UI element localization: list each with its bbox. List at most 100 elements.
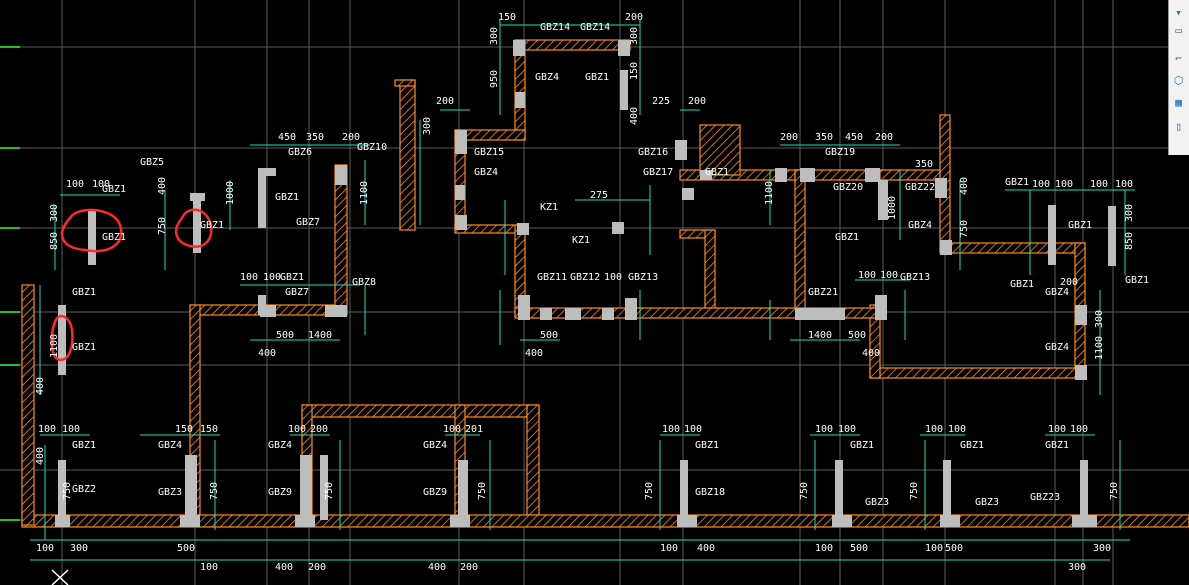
dim-v-750-i: 750 xyxy=(909,482,920,500)
dim-v-750-a: 750 xyxy=(157,217,168,235)
label-gbz1-left2: GBZ1 xyxy=(72,287,96,298)
label-gbz8: GBZ8 xyxy=(352,277,376,288)
dimension-values: 150 200 225 200 200 450 350 200 200 350 … xyxy=(35,12,1135,573)
label-gbz4-top: GBZ4 xyxy=(535,72,559,83)
label-gbz1-left3: GBZ1 xyxy=(72,342,96,353)
dim-100-g: 100 xyxy=(240,272,258,283)
dim-v-150: 150 xyxy=(629,62,640,80)
dim-100-s: 100 xyxy=(838,424,856,435)
dim-200-e: 200 xyxy=(310,424,328,435)
dim-v-1100-d: 1100 xyxy=(1094,336,1105,360)
dim-100-k: 100 xyxy=(880,270,898,281)
markup-annotations xyxy=(50,208,213,362)
dim-450-a: 450 xyxy=(278,132,296,143)
cursor-crosshair-icon xyxy=(51,569,69,585)
cube-icon[interactable]: ⬡ xyxy=(1173,74,1184,87)
right-toolbar: ▾ ▭ ⌐ ⬡ ▦ ▯ xyxy=(1168,0,1189,155)
label-gbz1-row-a: GBZ1 xyxy=(72,440,96,451)
dim-100-n: 100 xyxy=(288,424,306,435)
dim-v-750-c: 750 xyxy=(62,482,73,500)
dim-100-i: 100 xyxy=(604,272,622,283)
label-gbz1-row-e: GBZ1 xyxy=(1045,440,1069,451)
dim-100-aa: 100 xyxy=(815,543,833,554)
dim-100-p: 100 xyxy=(662,424,680,435)
label-gbz20: GBZ20 xyxy=(833,182,863,193)
dim-100-a: 100 xyxy=(66,179,84,190)
dim-300-a: 300 xyxy=(70,543,88,554)
dim-v-850-a: 850 xyxy=(49,232,60,250)
dim-200-d: 200 xyxy=(1060,277,1078,288)
markup-circle-3 xyxy=(50,314,74,362)
label-gbz14b: GBZ14 xyxy=(580,22,610,33)
dim-100-l: 100 xyxy=(38,424,56,435)
edge-ticks xyxy=(0,46,20,521)
dim-top-225: 225 xyxy=(652,96,670,107)
label-gbz4-f: GBZ4 xyxy=(1045,287,1069,298)
label-gbz1-rt: GBZ1 xyxy=(1005,177,1029,188)
label-gbz1-h: GBZ1 xyxy=(1125,275,1149,286)
dim-300-b: 300 xyxy=(1093,543,1111,554)
dim-100-q: 100 xyxy=(684,424,702,435)
dim-100-v: 100 xyxy=(1048,424,1066,435)
dim-500-e: 500 xyxy=(850,543,868,554)
label-gbz7-b: GBZ7 xyxy=(285,287,309,298)
dim-top-150: 150 xyxy=(498,12,516,23)
markup-circle-2 xyxy=(174,208,213,249)
dim-200-f: 200 xyxy=(308,562,326,573)
dim-1400-b: 1400 xyxy=(808,330,832,341)
dim-100-b: 100 xyxy=(92,179,110,190)
grid-icon[interactable]: ▦ xyxy=(1175,96,1182,109)
dim-v-750-j: 750 xyxy=(1109,482,1120,500)
dim-v-550: 300 xyxy=(422,117,433,135)
label-kz1-a: KZ1 xyxy=(540,202,558,213)
label-gbz4-mid: GBZ4 xyxy=(474,167,498,178)
layer-icon[interactable]: ▭ xyxy=(1175,24,1182,37)
dim-350-a: 350 xyxy=(306,132,324,143)
dim-v-1100-b: 1100 xyxy=(764,181,775,205)
label-gbz1-row-b: GBZ1 xyxy=(695,440,719,451)
dim-v-300-d: 300 xyxy=(1124,204,1135,222)
label-gbz9-b: GBZ9 xyxy=(423,487,447,498)
dim-201: 201 xyxy=(465,424,483,435)
dim-450-b: 450 xyxy=(845,132,863,143)
label-kz1-b: KZ1 xyxy=(572,235,590,246)
dim-400-b: 400 xyxy=(525,348,543,359)
label-gbz4-row-c: GBZ4 xyxy=(423,440,447,451)
label-gbz4-row-b: GBZ4 xyxy=(268,440,292,451)
dim-v-400-e: 400 xyxy=(35,447,46,465)
dropdown-arrow-icon[interactable]: ▾ xyxy=(1175,6,1182,19)
dim-100-m: 100 xyxy=(62,424,80,435)
label-gbz1-g: GBZ1 xyxy=(1010,279,1034,290)
dim-v-1000: 1000 xyxy=(225,181,236,205)
dim-400-a: 400 xyxy=(258,348,276,359)
label-gbz10: GBZ10 xyxy=(357,142,387,153)
select-icon[interactable]: ⌐ xyxy=(1175,52,1182,65)
label-gbz7-a: GBZ7 xyxy=(296,217,320,228)
panel-icon[interactable]: ▯ xyxy=(1175,120,1182,133)
dim-300-c: 300 xyxy=(1068,562,1086,573)
dim-v-750-e: 750 xyxy=(324,482,335,500)
label-gbz5: GBZ5 xyxy=(140,157,164,168)
dim-100-w: 100 xyxy=(1070,424,1088,435)
dim-400-e: 400 xyxy=(428,562,446,573)
label-gbz16: GBZ16 xyxy=(638,147,668,158)
dim-v-1000-b: 1000 xyxy=(887,196,898,220)
dim-100-e: 100 xyxy=(1090,179,1108,190)
label-gbz1-upleft: GBZ1 xyxy=(102,184,126,195)
label-gbz1-room: GBZ1 xyxy=(835,232,859,243)
label-gbz23: GBZ23 xyxy=(1030,492,1060,503)
label-gbz4-g: GBZ4 xyxy=(1045,342,1069,353)
dim-350-c: 350 xyxy=(915,159,933,170)
dimension-lines xyxy=(30,20,1135,561)
dim-200-c: 200 xyxy=(875,132,893,143)
dim-400-f: 400 xyxy=(697,543,715,554)
label-gbz1-top: GBZ1 xyxy=(585,72,609,83)
dim-150-b: 150 xyxy=(200,424,218,435)
dim-100-z: 100 xyxy=(660,543,678,554)
dim-100-d: 100 xyxy=(1055,179,1073,190)
label-gbz14: GBZ14 xyxy=(540,22,570,33)
markup-circle-1 xyxy=(60,208,123,253)
dim-top-200c: 200 xyxy=(436,96,454,107)
dim-100-u: 100 xyxy=(948,424,966,435)
